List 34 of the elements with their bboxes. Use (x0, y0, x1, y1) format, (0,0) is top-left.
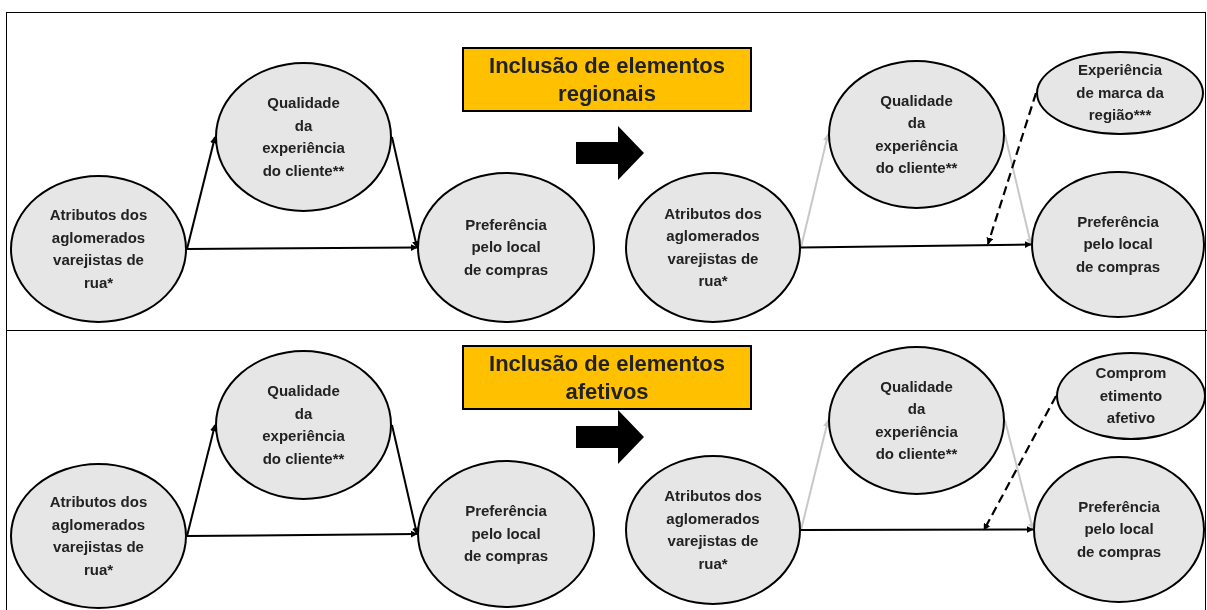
arrow (186, 530, 418, 538)
node-text: Atributos dos aglomerados varejistas de rua* (664, 203, 762, 291)
node-text: Preferência pelo local de compras (463, 501, 549, 567)
node-text: Atributos dos aglomerados varejistas de rua* (664, 486, 762, 574)
arrow (800, 526, 1034, 533)
node-text: Qualidade da experiência do cliente** (261, 93, 346, 181)
arrow (800, 133, 830, 249)
node-text: Inclusão de elementos regionais (488, 51, 726, 108)
dashed-arrow (983, 395, 1057, 531)
node-text: Inclusão de elementos afetivos (488, 349, 726, 406)
node-text: Atributos dos aglomerados varejistas de rua* (49, 492, 148, 580)
banner-box (462, 345, 752, 410)
arrow (800, 241, 1032, 249)
dashed-arrow (986, 92, 1038, 245)
node-text: Preferência pelo local de compras (1075, 496, 1163, 562)
node-text: Qualidade da experiência do cliente** (261, 381, 346, 469)
block-arrow (576, 126, 644, 180)
node-text: Preferência pelo local de compras (1075, 211, 1161, 277)
arrow (186, 244, 418, 252)
arrow (186, 424, 217, 537)
node-text: Comprom etimento afetivo (1094, 363, 1168, 429)
node-text: Preferência pelo local de compras (463, 214, 549, 280)
node-text: Qualidade da experiência do cliente** (874, 90, 959, 178)
arrow (391, 136, 419, 249)
arrow (391, 424, 419, 535)
arrow (800, 419, 830, 531)
arrow (1004, 133, 1033, 246)
node-text: Experiência de marca da região*** (1075, 60, 1165, 126)
node-text: Qualidade da experiência do cliente** (874, 376, 959, 464)
node-text: Atributos dos aglomerados varejistas de rua* (49, 205, 148, 293)
arrow (1004, 419, 1035, 531)
block-arrow (576, 410, 644, 464)
arrow (186, 136, 217, 250)
banner-box (462, 47, 752, 112)
